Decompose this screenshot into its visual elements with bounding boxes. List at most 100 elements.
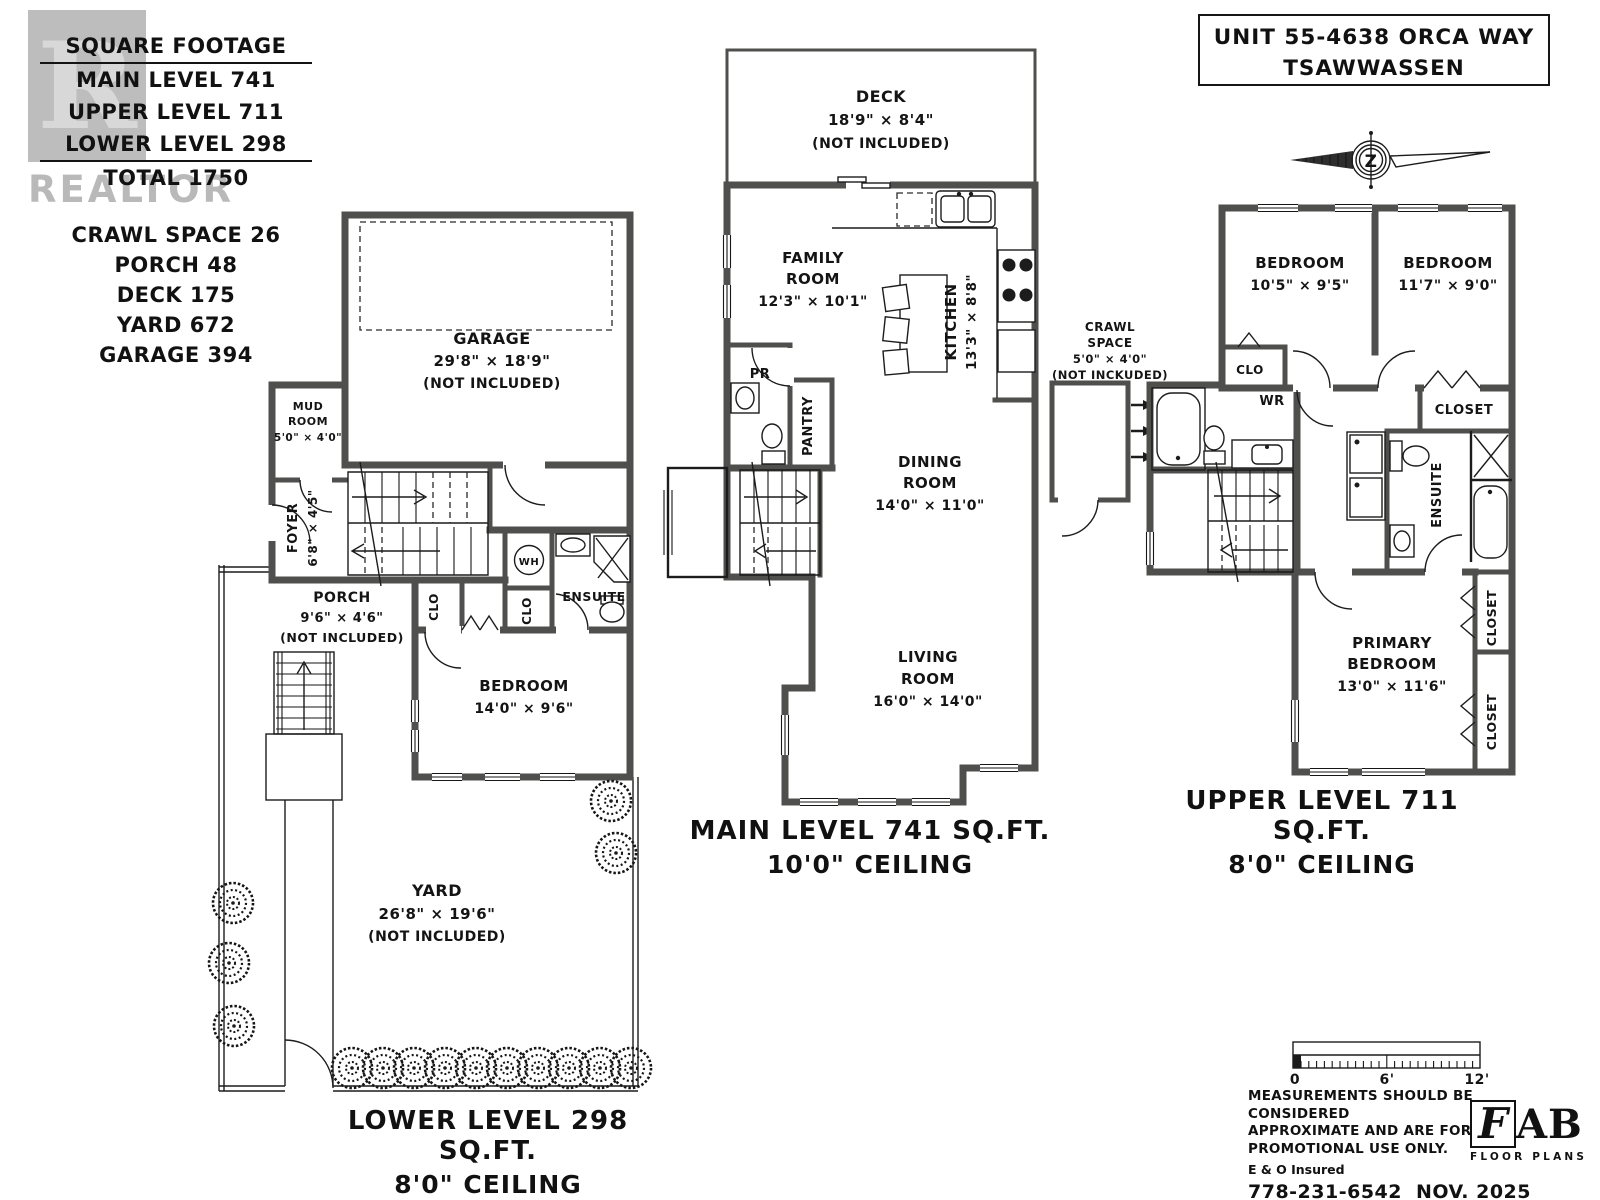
scale-12: 12' (1464, 1072, 1489, 1088)
upper-bedroom2-door-arc (1377, 350, 1416, 389)
upper-stairs (1207, 461, 1294, 583)
main-windows (722, 235, 1018, 807)
family-room-label2: ROOM (786, 270, 840, 288)
realtor-watermark: R REALTOR (28, 10, 234, 211)
garage-note: (NOT INCLUDED) (423, 376, 561, 392)
dishwasher (896, 192, 933, 227)
primary-bedroom-door-arc (1314, 571, 1353, 610)
lower-level-plan: GARAGE 29'8" × 18'9" (NOT INCLUDED) MUD … (207, 211, 653, 1092)
extra-deck: DECK 175 (116, 283, 236, 307)
primary-bedroom-label2: BEDROOM (1347, 655, 1437, 673)
yard-walkway (284, 800, 334, 1086)
washroom-toilet (1203, 425, 1225, 451)
lower-level-caption: LOWER LEVEL 298 SQ.FT. 8'0" CEILING (298, 1106, 678, 1199)
dining-room-dims: 14'0" × 11'0" (875, 498, 985, 514)
realtor-r-logo-icon: R (28, 10, 146, 162)
sqft-total: TOTAL 1750 (103, 166, 249, 190)
mud-room-dims: 5'0" × 4'0" (274, 432, 342, 444)
fab-logo-ab: AB (1516, 1100, 1583, 1148)
upper-caption-sqft: UPPER LEVEL 711 SQ.FT. (1185, 786, 1459, 846)
fab-logo-subtitle: FLOOR PLANS (1470, 1151, 1588, 1163)
scale-bar: 0 6' 12' (1290, 1041, 1489, 1088)
fridge (997, 329, 1036, 373)
upper-closet1-label: CLOSET (1484, 590, 1499, 646)
upper-bedroom1-label: BEDROOM (1255, 254, 1345, 272)
stool (882, 348, 910, 376)
garage-hall-door-arc (504, 464, 546, 506)
closet-door-chevron-icon (1459, 585, 1476, 747)
upper-ensuite-fixtures (1389, 431, 1512, 562)
clo-door-chevron-icon (1237, 331, 1261, 348)
washroom-door-arc (1296, 389, 1334, 427)
address-line2: TSAWWASSEN (1283, 56, 1465, 81)
garage-label: GARAGE (453, 329, 530, 348)
crawl-space-label1: CRAWL (1085, 320, 1135, 334)
disclaimer-line3: PROMOTIONAL USE ONLY. (1248, 1140, 1449, 1157)
upper-clo-label: CLO (1236, 363, 1264, 377)
upper-bedroom2-dims: 11'7" × 9'0" (1398, 278, 1497, 294)
lower-bedroom-dims: 14'0" × 9'6" (474, 701, 573, 717)
family-room-dims: 12'3" × 10'1" (758, 294, 868, 310)
lower-ensuite-label: ENSUITE (562, 589, 625, 604)
stool (882, 316, 910, 344)
washer-dryer-stack (1346, 431, 1386, 521)
yard-note: (NOT INCLUDED) (368, 929, 506, 945)
realtor-watermark-word: REALTOR (28, 168, 235, 211)
washroom-tub (1156, 392, 1201, 466)
stool (881, 283, 911, 313)
insured-note: E & O Insured (1248, 1162, 1345, 1177)
disclaimer-block: MEASUREMENTS SHOULD BE CONSIDERED APPROX… (1248, 1088, 1548, 1200)
lower-caption-sqft: LOWER LEVEL 298 SQ.FT. (347, 1106, 629, 1166)
phone-number: 778-231-6542 (1248, 1181, 1402, 1200)
garage-door-dashed (359, 221, 613, 331)
family-room-label1: FAMILY (782, 249, 844, 267)
lower-windows (410, 700, 575, 782)
yard-dims: 26'8" × 19'6" (379, 905, 496, 923)
scale-6: 6' (1379, 1072, 1394, 1088)
upper-level-plan: CRAWL SPACE 5'0" × 4'0" (NOT INCKUDED) B… (1049, 203, 1516, 777)
fab-logo-f: F (1478, 1099, 1508, 1148)
crawl-space-note: (NOT INCKUDED) (1052, 368, 1168, 382)
entry-door-arc (271, 504, 311, 544)
porch-note: (NOT INCLUDED) (280, 630, 404, 645)
disclaimer-line1: MEASUREMENTS SHOULD BE CONSIDERED (1248, 1088, 1474, 1122)
plan-date: NOV. 2025 (1415, 1181, 1531, 1200)
dining-room-label2: ROOM (903, 474, 957, 492)
compass-letter: Z (1365, 152, 1378, 172)
stair-landing (666, 466, 729, 579)
upper-windows (1145, 203, 1502, 777)
yard-gate-arc (284, 1039, 334, 1089)
square-footage-summary: SQUARE FOOTAGE MAIN LEVEL 741 UPPER LEVE… (40, 30, 312, 194)
powder-room-door-arc (751, 347, 791, 387)
main-caption-sqft: MAIN LEVEL 741 SQ.FT. (689, 816, 1051, 846)
sqft-lower-level: LOWER LEVEL 298 (40, 128, 312, 162)
water-heater-icon (513, 544, 545, 576)
washroom-label: WR (1259, 394, 1284, 409)
ensuite-toilet (1402, 445, 1430, 467)
bedroom-door-arc (424, 631, 462, 669)
upper-level-caption: UPPER LEVEL 711 SQ.FT. 8'0" CEILING (1132, 786, 1512, 879)
pr-toilet (761, 423, 783, 449)
yard-label: YARD (411, 881, 462, 900)
contact-line: 778-231-6542 NOV. 2025 (1248, 1181, 1548, 1200)
address-line1: UNIT 55-4638 ORCA WAY (1213, 25, 1535, 50)
sqft-main-level: MAIN LEVEL 741 (76, 68, 276, 92)
living-room-label2: ROOM (901, 670, 955, 688)
extra-yard: YARD 672 (116, 313, 236, 337)
kitchen-label: KITCHEN (942, 283, 960, 360)
upper-ensuite-label: ENSUITE (1430, 462, 1445, 528)
ensuite-door-arc (555, 593, 589, 631)
living-room-dims: 16'0" × 14'0" (873, 694, 983, 710)
ensuite-tub (1473, 485, 1508, 559)
crawl-space-box (1049, 380, 1131, 503)
foyer-label: FOYER (286, 503, 301, 553)
deck-label: DECK (856, 87, 906, 106)
closet-door-chevron-icon (1423, 369, 1481, 389)
crawl-space-door-arc (1061, 499, 1099, 537)
yard-fence (218, 565, 639, 1092)
kitchen-sink (935, 190, 996, 228)
sliding-door-panel (861, 182, 891, 189)
powder-room-label: PR (750, 367, 771, 382)
lower-bedroom-label: BEDROOM (479, 677, 569, 695)
